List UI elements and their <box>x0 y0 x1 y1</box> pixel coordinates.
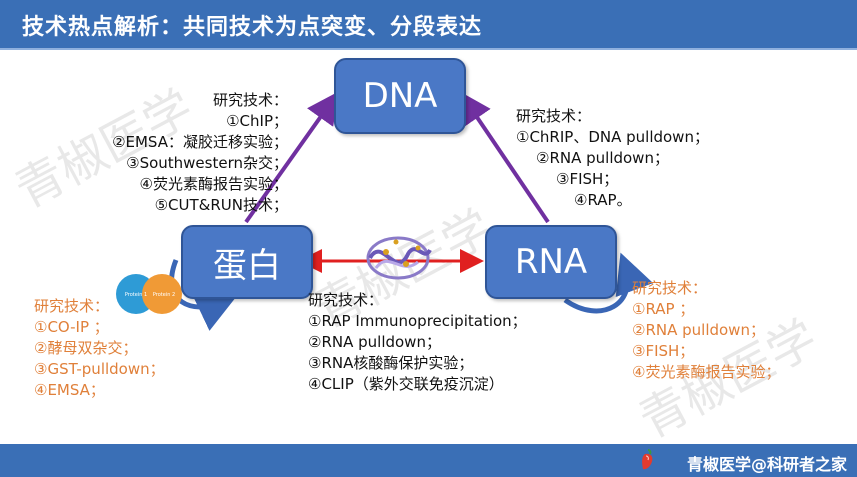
pepper-logo-icon <box>642 449 653 470</box>
protein-rna-item: ①RAP Immunoprecipitation； <box>308 312 527 330</box>
dna-rna-heading: 研究技术： <box>516 107 592 125</box>
rna-rna-heading: 研究技术： <box>632 279 708 297</box>
protein-rna-techniques: 研究技术： ①RAP Immunoprecipitation； ②RNA pul… <box>308 290 527 395</box>
protein-protein-item: ①CO-IP ； <box>34 318 109 336</box>
protein-protein-item: ③GST-pulldown； <box>34 360 165 378</box>
protein-rna-item: ④CLIP（紫外交联免疫沉淀） <box>308 375 504 393</box>
node-protein: 蛋白 <box>181 225 313 299</box>
dna-protein-item: ②EMSA：凝胶迁移实验； <box>112 133 288 151</box>
arrow-protein-to-dna <box>244 91 339 224</box>
self-loop-rna <box>563 252 654 314</box>
dna-protein-item: ⑤CUT&RUN技术； <box>154 196 288 214</box>
protein-complex-icon: Protein 1 Protein 2 <box>116 274 182 314</box>
self-loop-protein <box>169 259 238 331</box>
protein-structure-icon <box>366 236 432 280</box>
protein-2-label: Protein 2 <box>153 292 175 298</box>
protein-rna-item: ③RNA核酸酶保护实验； <box>308 354 474 372</box>
rna-rna-techniques: 研究技术： ①RAP ； ②RNA pulldown； ③FISH； ④荧光素酶… <box>632 278 780 383</box>
dna-protein-techniques: 研究技术： ①ChIP； ②EMSA：凝胶迁移实验； ③Southwestern… <box>112 90 288 216</box>
dna-rna-item: ②RNA pulldown； <box>536 149 669 167</box>
node-dna: DNA <box>334 58 466 134</box>
rna-rna-item: ①RAP ； <box>632 300 695 318</box>
dna-protein-item: ④荧光素酶报告实验； <box>139 175 288 193</box>
dna-protein-item: ①ChIP； <box>226 112 288 130</box>
protein-protein-techniques: 研究技术： ①CO-IP ； ②酵母双杂交； ③GST-pulldown； ④E… <box>34 296 165 401</box>
dna-protein-heading: 研究技术： <box>212 91 288 109</box>
dna-rna-item: ④RAP。 <box>574 191 632 209</box>
dna-rna-item: ③FISH； <box>556 170 619 188</box>
dna-protein-item: ③Southwestern杂交； <box>126 154 288 172</box>
node-rna: RNA <box>485 225 617 299</box>
protein-protein-item: ②酵母双杂交； <box>34 339 138 357</box>
protein-1-label: Protein 1 <box>125 292 147 298</box>
protein-protein-heading: 研究技术： <box>34 297 110 315</box>
dna-rna-techniques: 研究技术： ①ChRIP、DNA pulldown； ②RNA pulldown… <box>516 106 709 211</box>
rna-rna-item: ②RNA pulldown； <box>632 321 765 339</box>
rna-rna-item: ③FISH； <box>632 342 695 360</box>
protein-rna-heading: 研究技术： <box>308 291 384 309</box>
protein-rna-item: ②RNA pulldown； <box>308 333 441 351</box>
rna-rna-item: ④荧光素酶报告实验； <box>632 363 781 381</box>
dna-rna-item: ①ChRIP、DNA pulldown； <box>516 128 709 146</box>
title-underline <box>0 48 857 50</box>
footer-brand: 青椒医学@科研者之家 <box>686 455 847 474</box>
footer-bar: 青椒医学@科研者之家 <box>0 444 857 477</box>
arrow-rna-to-dna <box>459 91 550 224</box>
title-bar: 技术热点解析：共同技术为点突变、分段表达 <box>0 0 857 50</box>
page-title: 技术热点解析：共同技术为点突变、分段表达 <box>22 15 483 40</box>
protein-protein-item: ④EMSA； <box>34 381 105 399</box>
